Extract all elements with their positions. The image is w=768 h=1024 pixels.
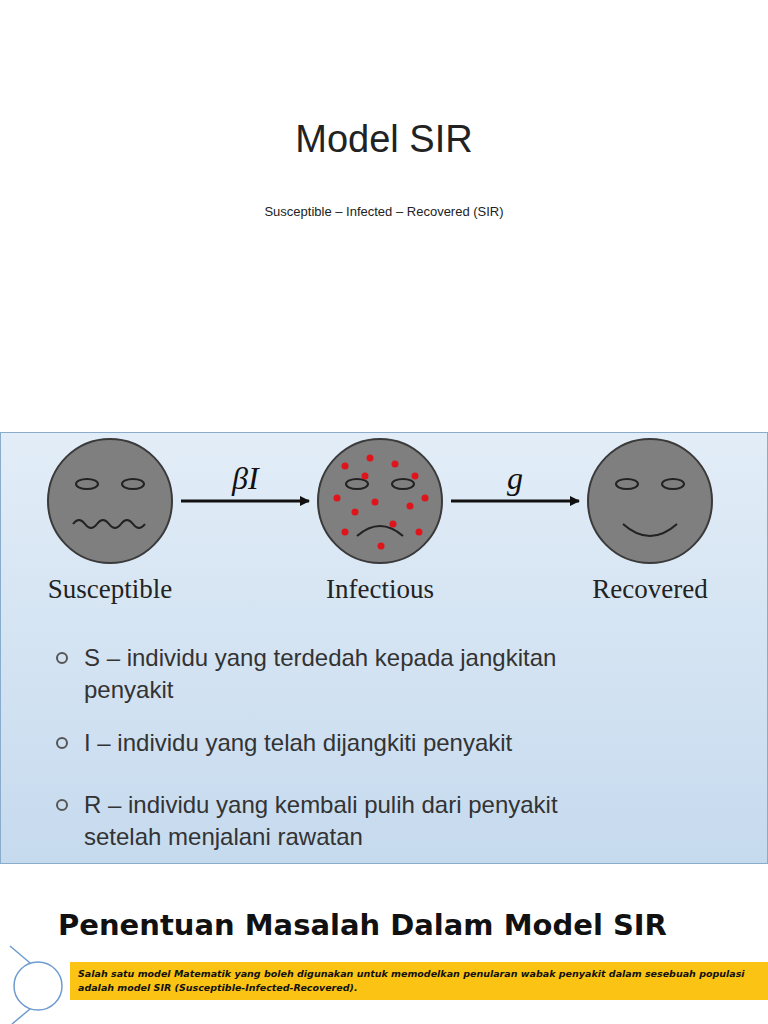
face-icon (315, 436, 445, 566)
section-heading: Penentuan Masalah Dalam Model SIR (58, 908, 758, 942)
state-label: Susceptible (45, 574, 175, 605)
state-label: Infectious (315, 574, 445, 605)
bullet-marker (57, 653, 67, 663)
rate-label: βI (232, 460, 259, 497)
bullet-text: I – individu yang telah dijangkiti penya… (84, 727, 744, 759)
transition-arrow (181, 500, 309, 503)
intro-band: Salah satu model Matematik yang boleh di… (70, 962, 768, 1000)
page-title: Model SIR (0, 118, 768, 161)
bullet-marker (57, 738, 67, 748)
face-icon (45, 436, 175, 566)
subtitle: Susceptible – Infected – Recovered (SIR) (0, 204, 768, 219)
intro-text: Salah satu model Matematik yang boleh di… (78, 967, 760, 995)
face-node: Recovered (581, 436, 719, 605)
bullet-text: R – individu yang kembali pulih dari pen… (84, 789, 624, 853)
bullet-marker (57, 800, 67, 810)
transition-arrow (451, 500, 579, 503)
bullet-markers (57, 653, 67, 810)
face-node: Infectious (311, 436, 449, 605)
face-icon (585, 436, 715, 566)
rate-label: g (507, 460, 523, 497)
face-node: Susceptible (41, 436, 179, 605)
state-label: Recovered (585, 574, 715, 605)
corner-ornament (10, 946, 62, 1024)
bullet-text: S – individu yang terdedah kepada jangki… (84, 642, 624, 706)
